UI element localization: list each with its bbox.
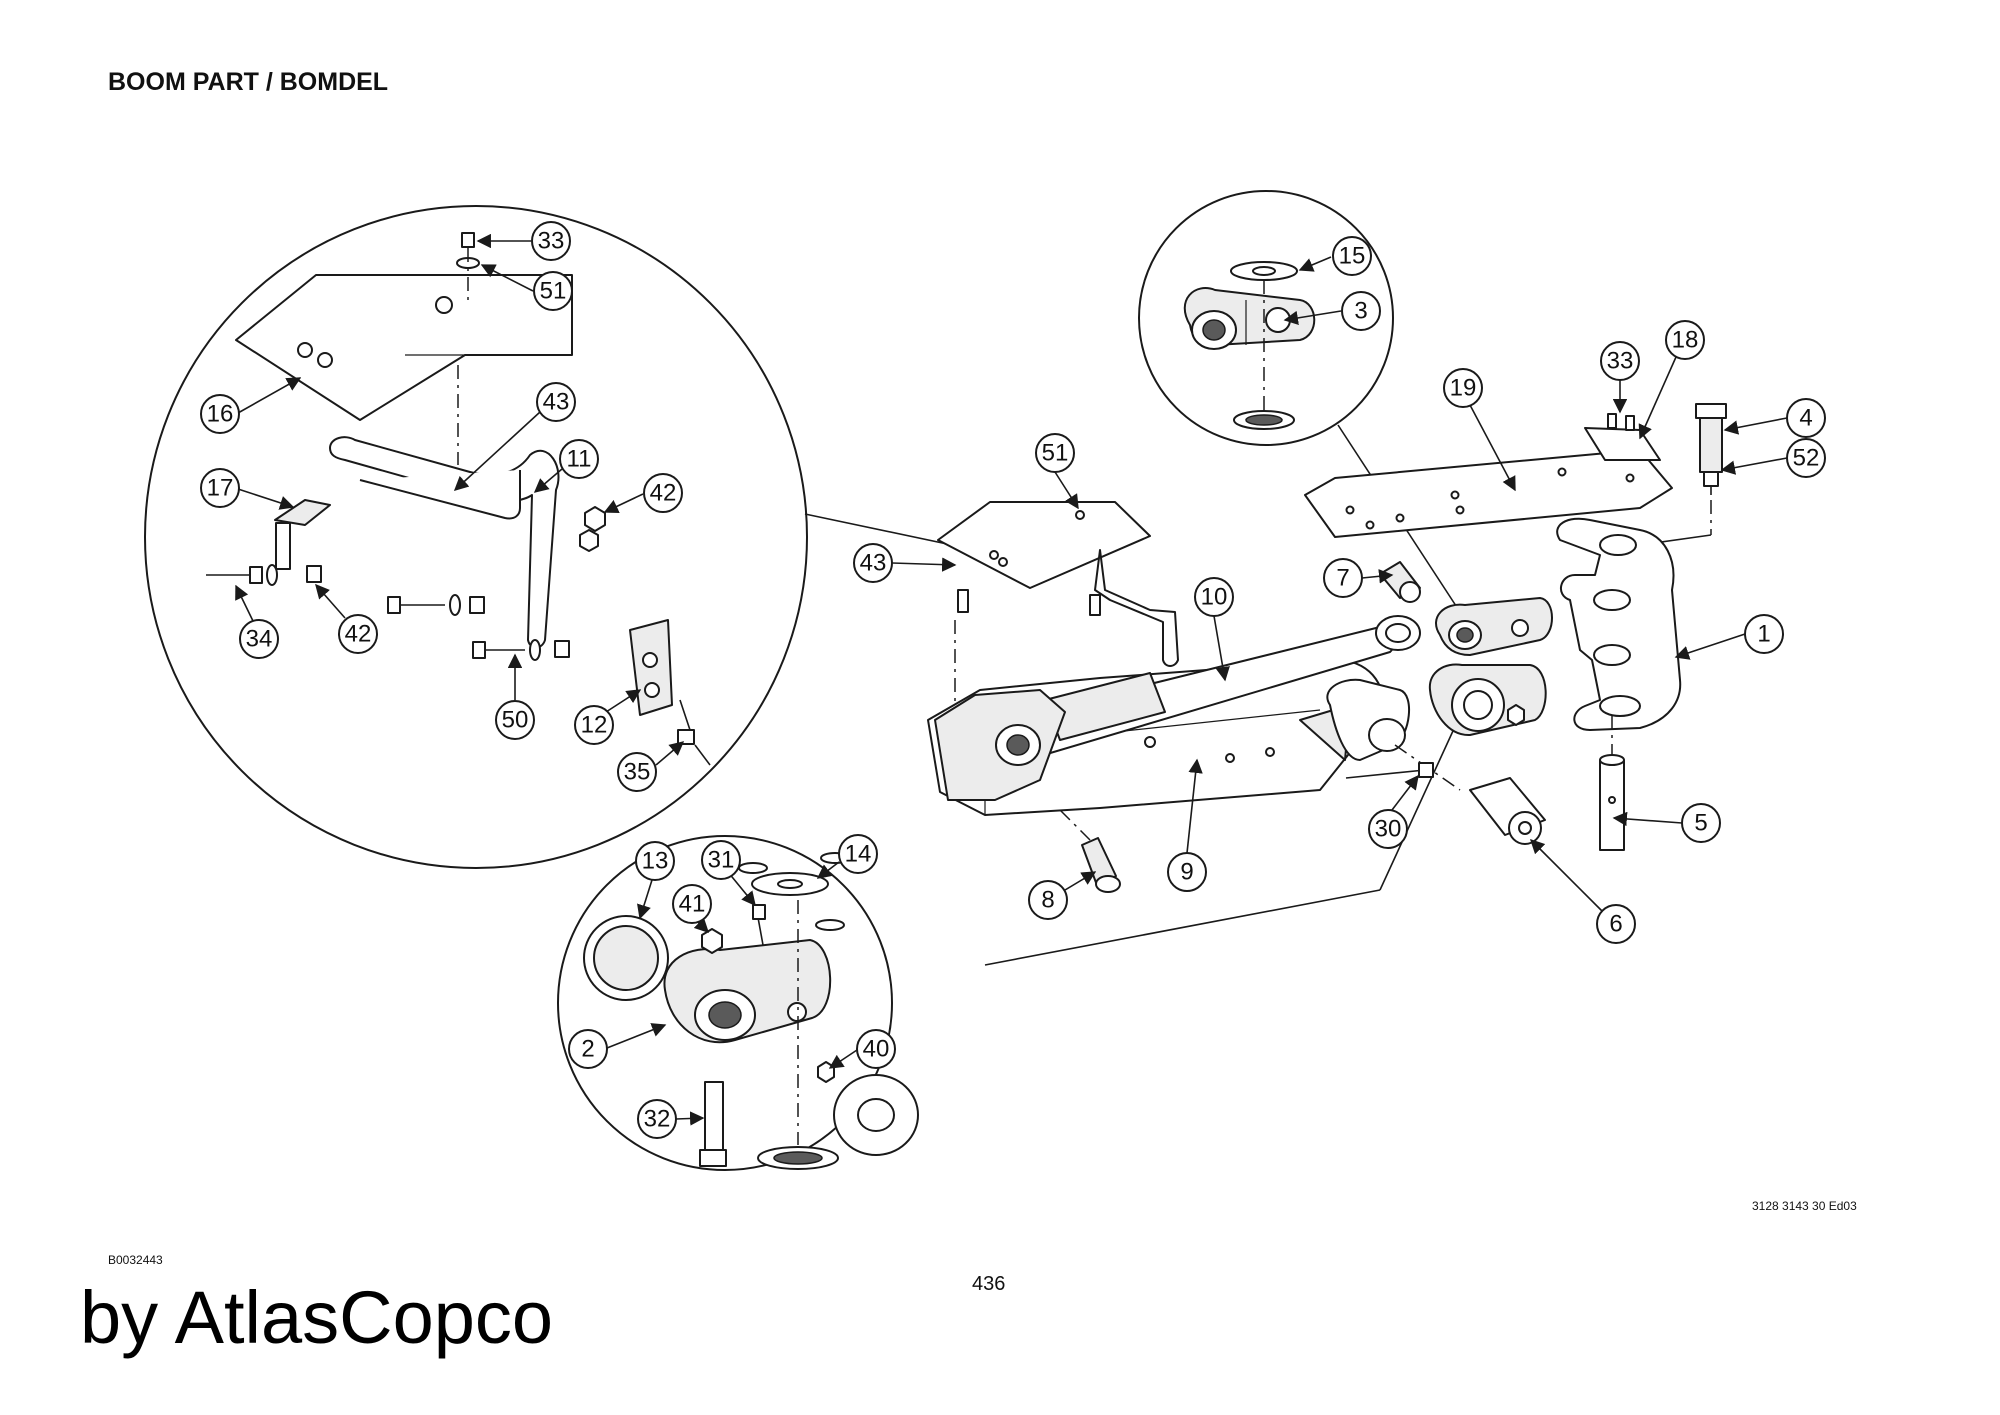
callout-51-main: 51 [1035,433,1079,510]
svg-text:35: 35 [624,759,651,786]
detail-bottom-leader-1 [984,889,1381,966]
svg-text:33: 33 [538,228,565,255]
callout-33-main: 33 [1600,341,1640,414]
callout-50: 50 [495,653,535,740]
svg-text:42: 42 [345,621,372,648]
page-title: BOOM PART / BOMDEL [108,68,388,96]
svg-text:1: 1 [1757,621,1770,648]
callout-8: 8 [1028,871,1097,920]
callout-2: 2 [568,1023,667,1069]
svg-text:7: 7 [1336,565,1349,592]
svg-text:9: 9 [1180,859,1193,886]
callout-3: 3 [1283,291,1381,331]
callout-9: 9 [1167,758,1207,892]
detail-view-bottom [557,835,919,1171]
svg-text:18: 18 [1672,327,1699,354]
svg-text:31: 31 [708,847,735,874]
callout-18: 18 [1638,320,1705,440]
callout-32: 32 [637,1099,705,1139]
svg-text:50: 50 [502,707,529,734]
callout-30: 30 [1368,774,1419,849]
watermark-text: by AtlasCopco [80,1276,553,1359]
callout-42-left: 42 [315,583,378,654]
svg-text:43: 43 [543,389,570,416]
svg-text:42: 42 [650,480,677,507]
callout-14: 14 [816,834,878,879]
callout-43-main: 43 [853,543,957,583]
svg-text:11: 11 [567,446,592,473]
svg-text:41: 41 [679,891,706,918]
callout-6: 6 [1529,838,1636,944]
callout-10: 10 [1194,577,1234,682]
callout-12: 12 [574,689,642,745]
svg-text:4: 4 [1799,405,1812,432]
callout-13: 13 [635,841,675,920]
svg-text:6: 6 [1609,911,1622,938]
svg-text:5: 5 [1694,810,1707,837]
svg-text:33: 33 [1607,348,1634,375]
callout-51-detail: 51 [480,264,573,311]
svg-text:2: 2 [581,1036,594,1063]
svg-text:13: 13 [642,848,669,875]
callout-15: 15 [1298,236,1372,276]
svg-text:34: 34 [246,626,273,653]
svg-text:51: 51 [540,278,567,305]
callout-34: 34 [235,584,279,659]
svg-text:52: 52 [1793,445,1820,472]
svg-text:51: 51 [1042,440,1069,467]
callout-33-detail: 33 [476,221,571,261]
svg-text:40: 40 [863,1036,890,1063]
svg-text:43: 43 [860,550,887,577]
svg-text:19: 19 [1450,375,1477,402]
svg-text:12: 12 [581,712,608,739]
detail-view-left [144,205,808,869]
callout-16: 16 [200,377,302,434]
svg-text:30: 30 [1375,816,1402,843]
callout-43-detail: 43 [453,382,576,491]
svg-text:17: 17 [207,475,234,502]
callout-52: 52 [1720,438,1826,478]
main-assembly [927,403,1727,893]
svg-text:8: 8 [1041,887,1054,914]
callout-5: 5 [1612,803,1721,843]
callout-19: 19 [1443,368,1516,492]
detail-bottom-leader-2 [1379,719,1459,891]
page-number: 436 [972,1273,1005,1295]
callout-40: 40 [828,1029,896,1069]
callout-41: 41 [672,884,712,934]
svg-text:14: 14 [845,841,872,868]
svg-text:32: 32 [644,1106,671,1133]
svg-text:10: 10 [1201,584,1228,611]
callout-31: 31 [701,840,756,907]
drawing-id: B0032443 [108,1253,163,1267]
callout-42-right: 42 [603,473,683,513]
callout-4: 4 [1723,398,1826,438]
callout-35: 35 [617,741,685,792]
svg-text:15: 15 [1339,243,1366,270]
svg-text:3: 3 [1354,298,1367,325]
detail-view-top [1138,190,1394,446]
callout-11: 11 [533,439,599,493]
edition-code: 3128 3143 30 Ed03 [1752,1199,1857,1213]
callout-1: 1 [1674,614,1784,660]
callout-17: 17 [200,468,295,510]
svg-text:16: 16 [207,401,234,428]
callout-7: 7 [1323,558,1394,598]
